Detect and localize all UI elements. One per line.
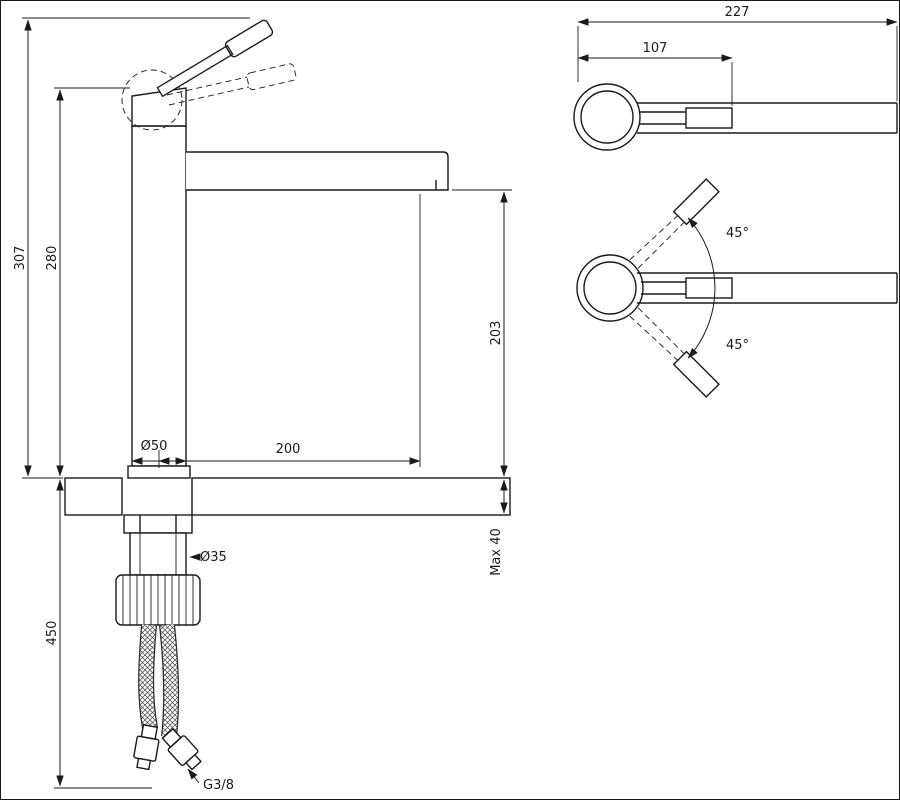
spout-swivel-center (637, 272, 898, 304)
callout-hole-diameter: Ø35 (189, 550, 227, 565)
callout-thread: G3/8 (187, 768, 234, 793)
mounting-nut (123, 514, 193, 534)
top-view: 227 107 (573, 5, 898, 151)
connector-nut-left (133, 735, 160, 762)
dim-deck-thickness-label: Max 40 (489, 528, 504, 576)
hose-connector-right (161, 727, 202, 771)
swivel-angle-up-label: 45° (726, 226, 749, 241)
dim-spout-height-label: 203 (489, 321, 504, 346)
handle-grip (224, 19, 274, 58)
swivel-arc: 45° 45° (687, 217, 749, 359)
hose-connector-left (133, 724, 160, 771)
dimension-overall-length: 227 (577, 5, 898, 101)
dim-hose-length-label: 450 (45, 621, 60, 646)
deck-section (64, 477, 511, 516)
callout-hole-diameter-label: Ø35 (200, 550, 227, 565)
handle-lever-alt-position (166, 63, 297, 106)
dim-height-body-label: 280 (45, 246, 60, 271)
mounting-hardware (115, 514, 201, 626)
spout (186, 151, 449, 191)
side-view: 307 280 450 203 Max 40 Ø50 (13, 17, 512, 793)
body-swivel-inner (583, 261, 637, 315)
dimension-deck-thickness: Max 40 (489, 479, 508, 576)
dimension-hose-length: 450 (45, 479, 152, 789)
handle-grip-swivel-up (672, 178, 720, 226)
valve-shank (129, 532, 187, 576)
dimension-height-body: 280 (45, 87, 130, 477)
body-top-outline (573, 83, 641, 151)
faucet-body (121, 69, 191, 479)
swivel-angle-down-label: 45° (726, 338, 749, 353)
dim-spout-reach-label: 200 (276, 442, 301, 457)
swivel-view: 45° 45° (576, 178, 898, 398)
dim-base-diameter-label: Ø50 (141, 439, 168, 454)
handle-pivot-range (121, 69, 183, 131)
callout-thread-label: G3/8 (203, 778, 234, 793)
handle-grip-swivel-center (685, 277, 733, 299)
spout-swivel-down (629, 307, 720, 398)
dimension-height-total: 307 (13, 17, 250, 479)
handle-grip-swivel-down (672, 350, 720, 398)
handle-lever (156, 19, 274, 98)
dim-height-total-label: 307 (13, 246, 28, 271)
dimension-spout-reach: 200 (158, 194, 421, 468)
supply-hoses (133, 624, 202, 771)
dim-overall-length-label: 227 (725, 5, 750, 20)
handle-grip-top-view (685, 107, 733, 129)
body-top-housing (131, 87, 187, 127)
dimension-handle-reach: 107 (577, 41, 733, 106)
spout-top (637, 102, 898, 134)
dim-handle-reach-label: 107 (643, 41, 668, 56)
handle-grip-alt (246, 63, 297, 91)
body-swivel-outline (576, 254, 644, 322)
dimension-spout-height: 203 (452, 189, 512, 477)
knurl-lines (122, 575, 194, 625)
body-top-inner (580, 90, 634, 144)
spout-swivel-up (629, 178, 720, 269)
